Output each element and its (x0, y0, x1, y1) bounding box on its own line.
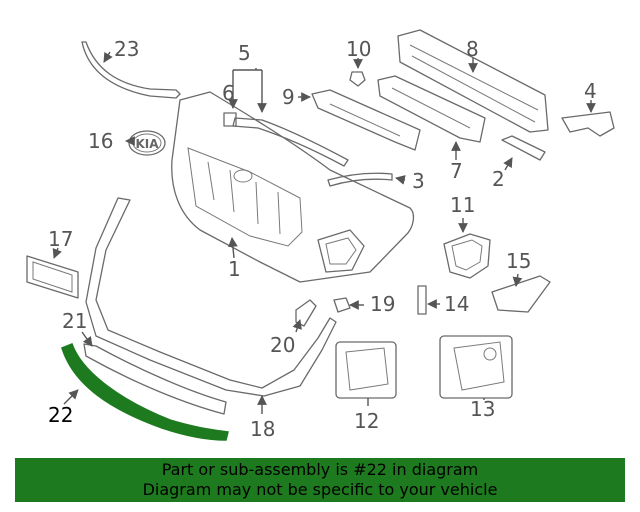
callout-8: 8 (466, 37, 479, 61)
callout-9: 9 (282, 85, 295, 109)
callout-2: 2 (492, 167, 505, 191)
part-6-clip[interactable] (223, 112, 237, 127)
part-18-lower-frame[interactable] (85, 197, 337, 397)
callout-labels: 23 5 6 10 8 4 9 16 7 3 2 11 17 1 15 14 1… (48, 37, 597, 441)
callout-12: 12 (354, 409, 379, 433)
part-4-side-bracket[interactable] (561, 111, 615, 137)
callout-16: 16 (88, 129, 113, 153)
part-23-trim-strip[interactable] (81, 41, 181, 99)
leader-lines (52, 51, 596, 414)
part-7-absorber[interactable] (377, 75, 486, 143)
callout-7: 7 (450, 159, 463, 183)
callout-10: 10 (346, 37, 371, 61)
emblem-text: KIA (135, 137, 159, 151)
info-banner: Part or sub-assembly is #22 in diagram D… (15, 458, 625, 502)
part-1-bumper-cover[interactable] (171, 91, 415, 283)
part-17-plate-bracket[interactable] (26, 255, 79, 299)
part-15-side-bracket[interactable] (491, 275, 551, 313)
part-11-fog-cover[interactable] (443, 233, 491, 279)
callout-6: 6 (222, 81, 235, 105)
callout-11: 11 (450, 193, 475, 217)
part-19-clip[interactable] (333, 297, 351, 313)
part-21-garnish[interactable] (83, 343, 227, 415)
callout-4: 4 (584, 79, 597, 103)
callout-21: 21 (62, 309, 87, 333)
callout-20: 20 (270, 333, 295, 357)
part-10-clip[interactable] (349, 71, 366, 87)
part-5-upper-strip[interactable] (232, 117, 349, 167)
callout-17: 17 (48, 227, 73, 251)
part-13-fog-bezel[interactable] (439, 335, 513, 399)
part-2-bracket[interactable] (501, 135, 546, 161)
callout-3: 3 (412, 169, 425, 193)
part-8-reinforcement-beam[interactable] (397, 29, 549, 133)
banner-line-2: Diagram may not be specific to your vehi… (142, 480, 498, 499)
part-22-lower-lip[interactable] (61, 343, 229, 441)
callout-5: 5 (238, 41, 251, 65)
part-16-emblem[interactable]: KIA (128, 130, 166, 156)
callout-18: 18 (250, 417, 275, 441)
callout-14: 14 (444, 292, 469, 316)
callout-23: 23 (114, 37, 139, 61)
callout-15: 15 (506, 249, 531, 273)
part-9-bracket[interactable] (311, 89, 421, 151)
part-3-molding[interactable] (327, 172, 393, 187)
part-12-fog-bezel[interactable] (335, 341, 397, 399)
banner-line-1: Part or sub-assembly is #22 in diagram (161, 460, 479, 479)
callout-19: 19 (370, 292, 395, 316)
callout-1: 1 (228, 257, 241, 281)
callout-22: 22 (48, 403, 73, 427)
callout-13: 13 (470, 397, 495, 421)
part-14-bracket[interactable] (417, 285, 427, 315)
